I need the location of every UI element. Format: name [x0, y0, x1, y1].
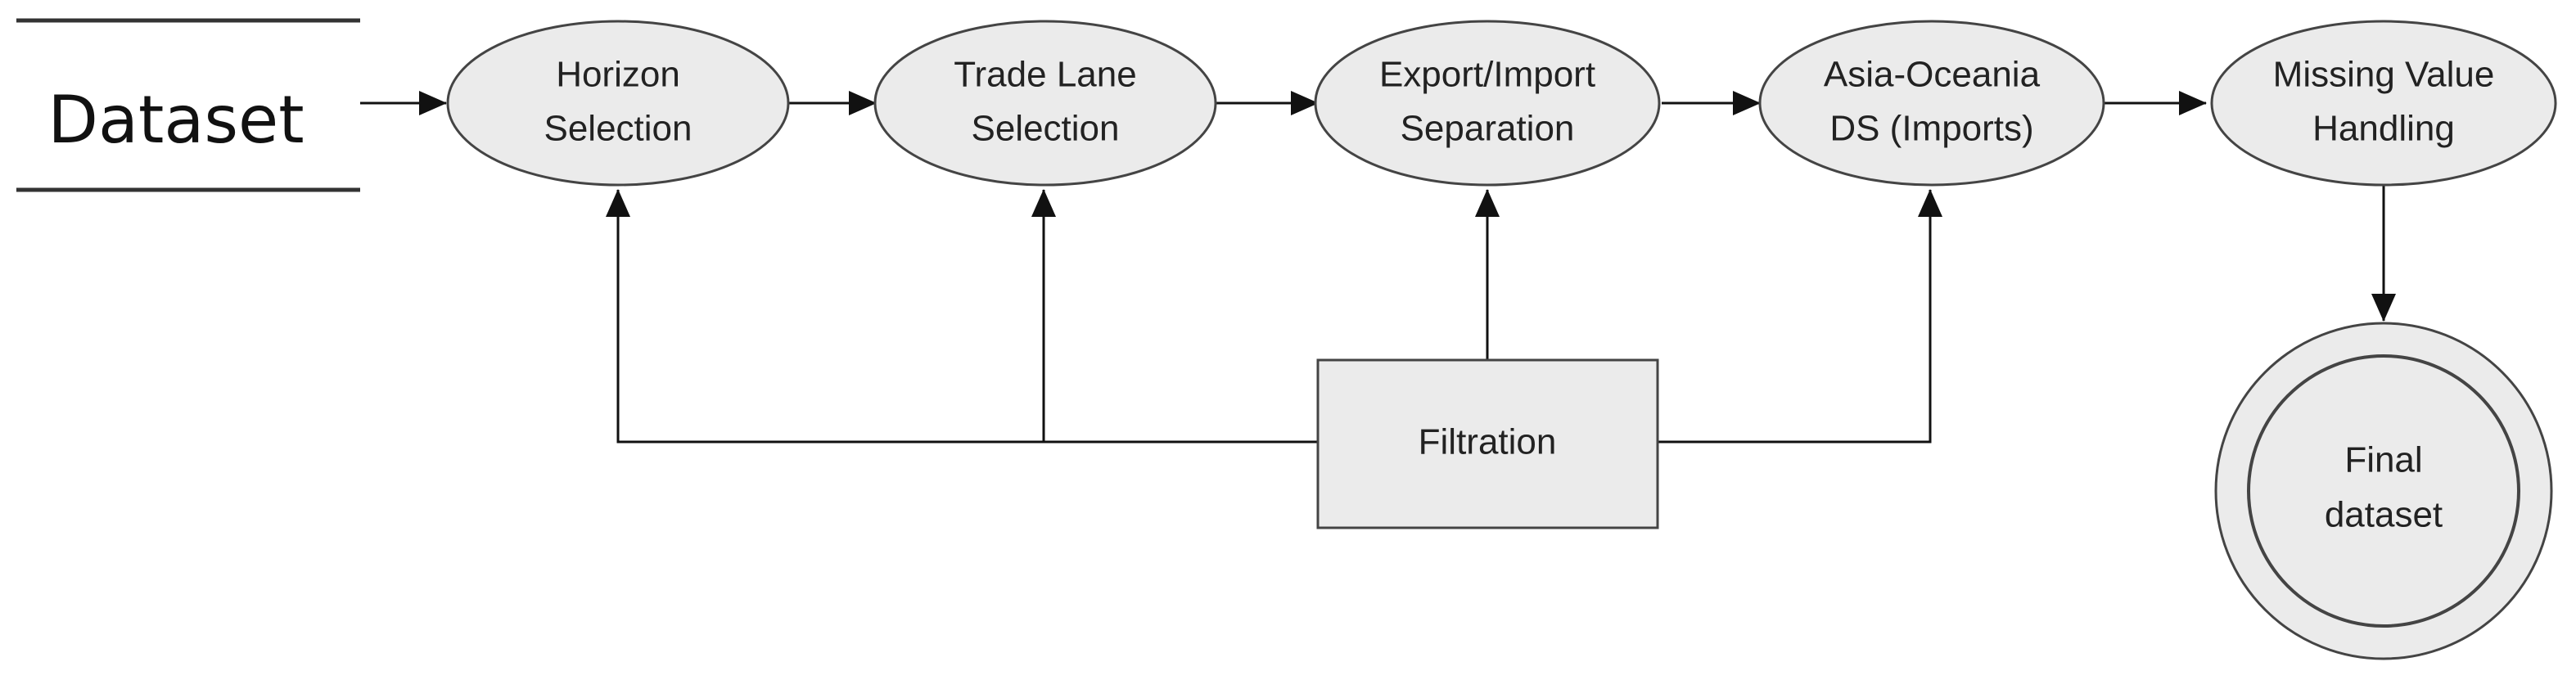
final-label-line1: Final: [2344, 440, 2422, 480]
step-node-shape: [873, 20, 1217, 187]
step-label-line2: Handling: [2312, 109, 2455, 149]
step-label-line1: Export/Import: [1379, 55, 1595, 95]
step-label-line1: Horizon: [556, 55, 680, 95]
step-label-line2: Selection: [971, 109, 1119, 149]
dataset-label: Dataset: [47, 82, 304, 158]
final-label-line2: dataset: [2325, 495, 2443, 535]
step-label-line1: Asia-Oceania: [1824, 55, 2041, 95]
step-export-import-separation: Export/Import Separation: [1314, 20, 1661, 187]
step-label-line2: Selection: [544, 109, 692, 149]
step-horizon-selection: Horizon Selection: [446, 20, 790, 187]
flow-edges: [360, 91, 2396, 322]
step-trade-lane-selection: Trade Lane Selection: [873, 20, 1217, 187]
final-inner-circle: [2247, 354, 2520, 628]
step-missing-value-handling: Missing Value Handling: [2210, 20, 2557, 187]
edge-filtration-to-asiaoceania: [1658, 189, 1942, 444]
edge-filtration-to-horizon: [606, 189, 1318, 444]
filtration-box: Filtration: [1316, 358, 1659, 529]
step-asia-oceania-ds: Asia-Oceania DS (Imports): [1758, 20, 2105, 187]
final-dataset: Final dataset: [2214, 322, 2553, 660]
step-node-shape: [2210, 20, 2557, 187]
step-label-line1: Missing Value: [2273, 55, 2495, 95]
filtration-label: Filtration: [1419, 422, 1557, 462]
step-node-shape: [1758, 20, 2105, 187]
step-label-line2: DS (Imports): [1829, 109, 2033, 149]
dataset-source: Dataset: [16, 18, 360, 192]
step-label-line2: Separation: [1401, 109, 1575, 149]
filtration-edges: [606, 189, 1942, 444]
step-node-shape: [1314, 20, 1661, 187]
step-node-shape: [446, 20, 790, 187]
step-label-line1: Trade Lane: [954, 55, 1136, 95]
filtration-shape: [1316, 358, 1659, 529]
